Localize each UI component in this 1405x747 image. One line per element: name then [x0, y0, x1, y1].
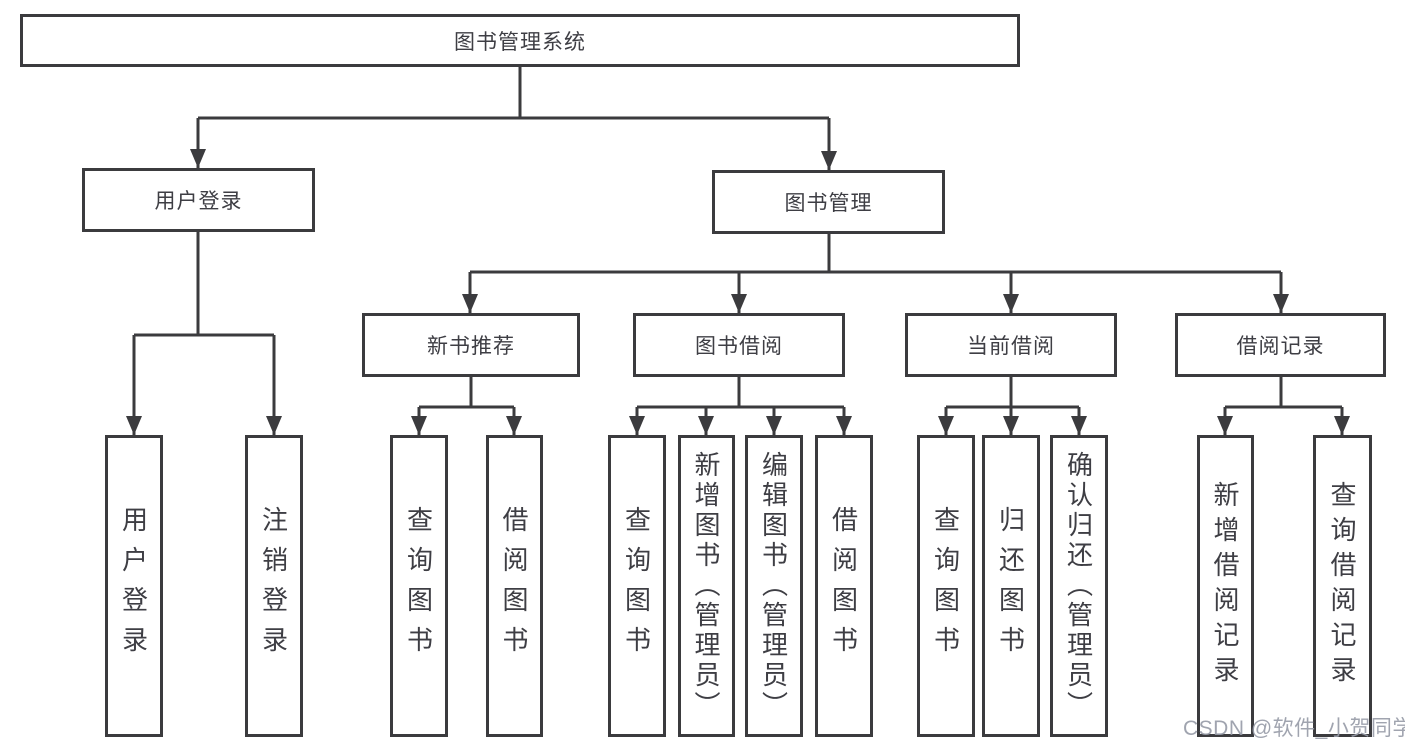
arrow-down-icon [126, 416, 142, 435]
node-user-login-label: 用户登录 [154, 190, 243, 213]
leaf-query-books-current-label: 查询图书 [930, 506, 961, 666]
leaf-query-borrow-record-label: 查询借阅记录 [1327, 481, 1357, 691]
leaf-add-borrow-record: 新增借阅记录 [1197, 435, 1254, 737]
node-book-management: 图书管理 [712, 170, 945, 234]
leaf-add-books-admin: 新增图书（管理员） [678, 435, 735, 737]
arrow-down-icon [1334, 416, 1350, 435]
leaf-edit-books-admin: 编辑图书（管理员） [745, 435, 803, 737]
leaf-user-login: 用户登录 [105, 435, 163, 737]
leaf-edit-books-admin-label: 编辑图书（管理员） [758, 451, 789, 721]
node-current-borrow: 当前借阅 [905, 313, 1117, 377]
leaf-query-borrow-record: 查询借阅记录 [1313, 435, 1372, 737]
arrow-down-icon [766, 416, 782, 435]
arrow-down-icon [836, 416, 852, 435]
leaf-confirm-return-admin-label: 确认归还（管理员） [1063, 451, 1094, 721]
leaf-add-borrow-record-label: 新增借阅记录 [1210, 481, 1240, 691]
arrow-down-icon [698, 416, 714, 435]
node-new-book-recommend-label: 新书推荐 [427, 335, 515, 358]
node-book-borrow-label: 图书借阅 [695, 335, 783, 358]
connector-borrowrecords-to-leaves [1223, 377, 1344, 435]
arrow-down-icon [411, 416, 427, 435]
connector-root-to-level2 [196, 67, 831, 170]
leaf-user-login-label: 用户登录 [118, 506, 149, 666]
connector-userlogin-to-leaves [132, 232, 276, 435]
node-current-borrow-label: 当前借阅 [967, 335, 1055, 358]
node-new-book-recommend: 新书推荐 [362, 313, 580, 377]
connector-newbook-to-leaves [417, 377, 516, 435]
arrow-down-icon [1003, 294, 1019, 313]
node-borrow-records: 借阅记录 [1175, 313, 1386, 377]
leaf-borrow-books-recommend: 借阅图书 [486, 435, 543, 737]
leaf-confirm-return-admin: 确认归还（管理员） [1050, 435, 1108, 737]
node-user-login: 用户登录 [82, 168, 315, 232]
leaf-borrow-books-recommend-label: 借阅图书 [499, 506, 529, 666]
leaf-query-books-recommend-label: 查询图书 [403, 506, 434, 666]
arrow-down-icon [1273, 294, 1289, 313]
arrow-down-icon [462, 294, 478, 313]
arrow-down-icon [938, 416, 954, 435]
connector-bookmgmt-to-level3 [468, 234, 1283, 313]
connector-bookborrow-to-leaves [635, 377, 846, 435]
leaf-return-books: 归还图书 [982, 435, 1040, 737]
arrow-down-icon [821, 151, 837, 170]
leaf-logout: 注销登录 [245, 435, 303, 737]
arrowheads [126, 149, 1350, 435]
leaf-add-books-admin-label: 新增图书（管理员） [691, 451, 721, 721]
leaf-logout-label: 注销登录 [258, 506, 289, 666]
leaf-borrow-books: 借阅图书 [815, 435, 873, 737]
arrow-down-icon [190, 149, 206, 168]
node-root-label: 图书管理系统 [454, 30, 586, 54]
leaf-query-books-borrow: 查询图书 [608, 435, 666, 737]
arrow-down-icon [731, 294, 747, 313]
leaf-query-books-current: 查询图书 [917, 435, 975, 737]
node-borrow-records-label: 借阅记录 [1236, 335, 1325, 358]
leaf-return-books-label: 归还图书 [995, 506, 1026, 666]
arrow-down-icon [506, 416, 522, 435]
node-book-management-label: 图书管理 [784, 192, 873, 215]
arrow-down-icon [1071, 416, 1087, 435]
node-root: 图书管理系统 [20, 14, 1020, 67]
node-book-borrow: 图书借阅 [633, 313, 845, 377]
arrow-down-icon [1217, 416, 1233, 435]
leaf-query-books-recommend: 查询图书 [390, 435, 448, 737]
watermark: CSDN @软件_小贺同学 [1183, 717, 1405, 740]
arrow-down-icon [629, 416, 645, 435]
arrow-down-icon [1003, 416, 1019, 435]
leaf-query-books-borrow-label: 查询图书 [621, 506, 652, 666]
leaf-borrow-books-label: 借阅图书 [828, 506, 859, 666]
arrow-down-icon [266, 416, 282, 435]
